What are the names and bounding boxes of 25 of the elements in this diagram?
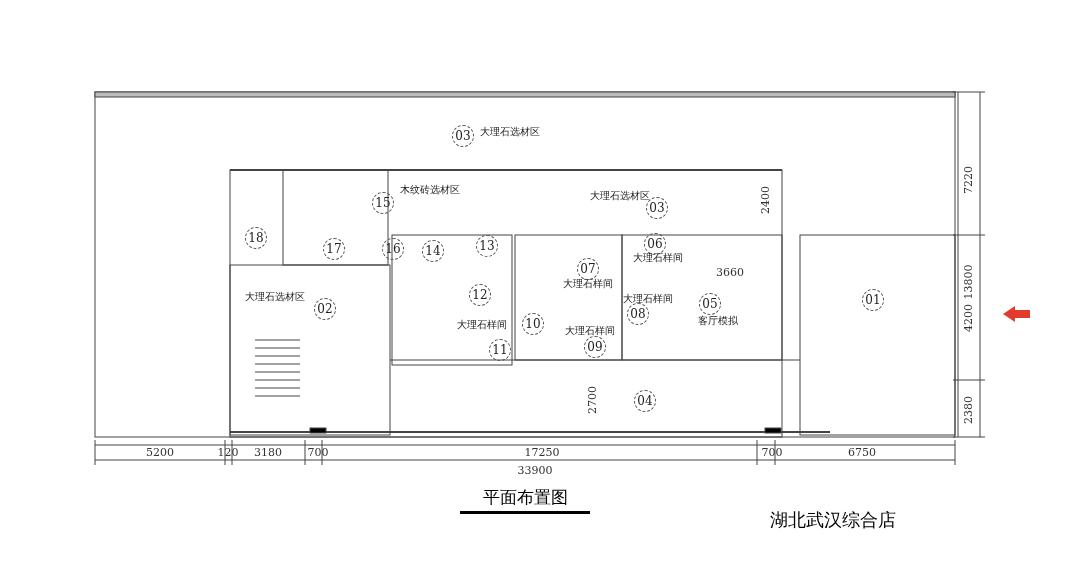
drawing-title: 平面布置图 [460, 486, 590, 514]
room-name: 大理石样间 [623, 292, 673, 306]
dimension-label: 2400 [758, 186, 772, 214]
room-name: 大理石样间 [457, 318, 507, 332]
dimension-label: 120 [217, 445, 239, 459]
dimension-label: 700 [307, 445, 329, 459]
room-name: 大理石样间 [563, 277, 613, 291]
dimension-label: 5200 [146, 445, 174, 459]
room-name: 客厅模拟 [698, 314, 738, 328]
dimension-label: 3660 [716, 265, 744, 279]
dimension-label: 700 [761, 445, 783, 459]
room-name: 大理石选材区 [245, 290, 305, 304]
dimension-label: 7220 [961, 166, 975, 194]
dimension-label: 17250 [524, 445, 560, 459]
store-caption: 湖北武汉综合店 [770, 508, 896, 532]
dimension-label: 2700 [585, 386, 599, 414]
room-name: 大理石选材区 [480, 125, 540, 139]
dimension-label: 6750 [848, 445, 876, 459]
dimension-label: 2380 [961, 396, 975, 424]
room-name: 木纹砖选材区 [400, 183, 460, 197]
dimension-label: 33900 [517, 463, 553, 477]
dimension-label: 13800 [961, 264, 975, 300]
dimension-label: 3180 [254, 445, 282, 459]
dimension-label: 4200 [961, 304, 975, 332]
room-name: 大理石样间 [565, 324, 615, 338]
